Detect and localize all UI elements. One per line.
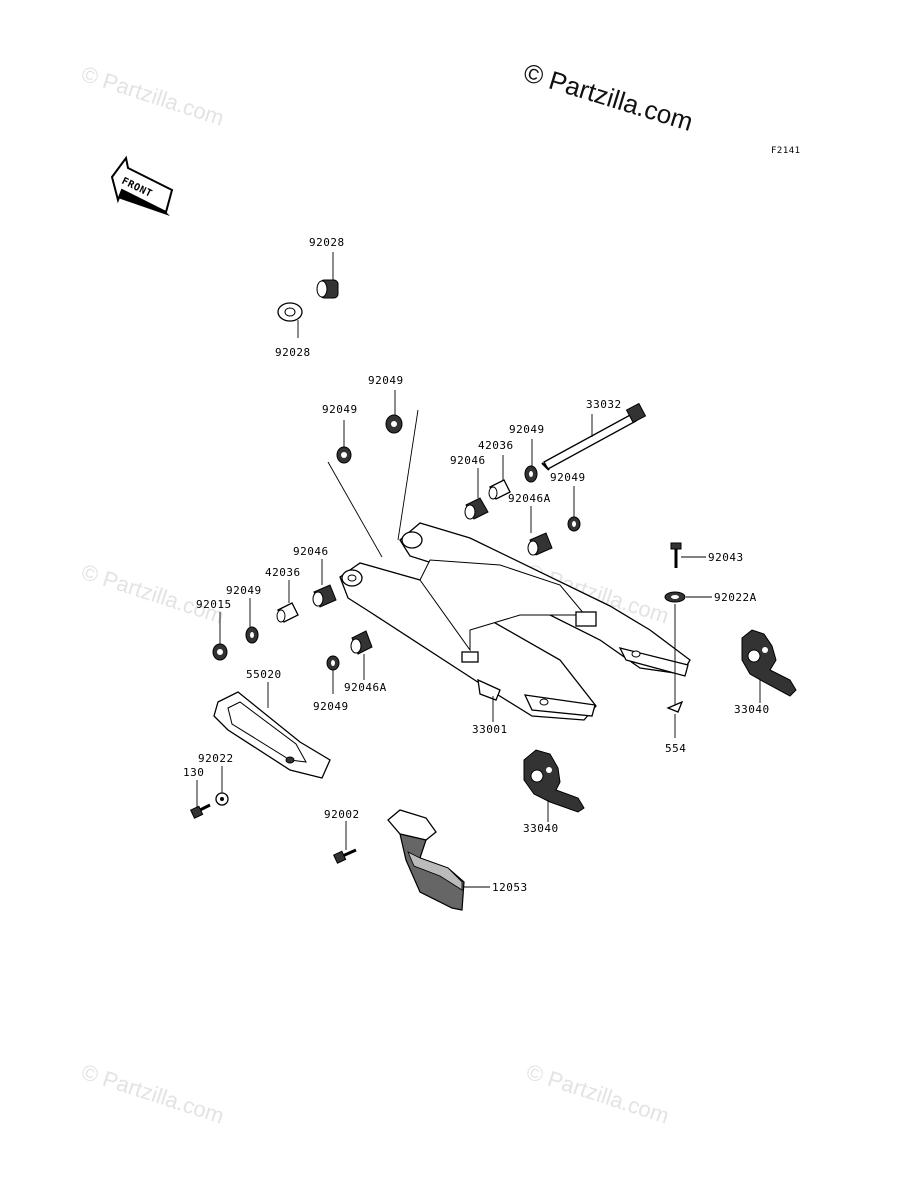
figure-code: F2141 xyxy=(771,146,801,156)
label-92028-top: 92028 xyxy=(309,236,345,249)
seal-92049-c xyxy=(524,439,538,483)
watermark-top-left: © Partzilla.com xyxy=(78,61,227,131)
label-92049-c: 92049 xyxy=(509,423,545,436)
watermark-mid-left: © Partzilla.com xyxy=(78,559,227,629)
swingarm-33001 xyxy=(339,522,691,722)
chain-guard-12053 xyxy=(387,809,490,911)
label-92043: 92043 xyxy=(708,551,744,564)
label-92049-b: 92049 xyxy=(322,403,358,416)
label-554: 554 xyxy=(665,742,686,755)
label-92028-bottom: 92028 xyxy=(275,346,311,359)
bolt-92002 xyxy=(333,821,357,864)
chain-adjuster-33040-right xyxy=(741,629,797,703)
label-33032: 33032 xyxy=(586,398,622,411)
label-92049-f: 92049 xyxy=(313,700,349,713)
label-42036-right: 42036 xyxy=(478,439,514,452)
label-92049-d: 92049 xyxy=(550,471,586,484)
chain-adjuster-33040-mid xyxy=(523,749,585,822)
label-92002: 92002 xyxy=(324,808,360,821)
watermark-bottom-right: © Partzilla.com xyxy=(523,1059,672,1129)
cap-92015 xyxy=(212,612,228,661)
label-92022: 92022 xyxy=(198,752,234,765)
front-arrow-icon: FRONT xyxy=(110,155,174,216)
label-92046A-right: 92046A xyxy=(508,492,551,505)
assembly-line-left xyxy=(327,461,383,558)
label-92049-a: 92049 xyxy=(368,374,404,387)
bushing-92028-bottom xyxy=(277,302,303,338)
label-33040-right: 33040 xyxy=(734,703,770,716)
needle-bearing-92046-right xyxy=(464,468,489,520)
label-12053: 12053 xyxy=(492,881,528,894)
needle-bearing-92046A-right xyxy=(527,506,553,556)
label-92046-left: 92046 xyxy=(293,545,329,558)
partzilla-watermark: © Partzilla.com xyxy=(520,57,696,137)
washer-92022A xyxy=(664,591,712,603)
seal-92049-e xyxy=(245,598,259,644)
chain-slipper-55020 xyxy=(213,682,331,779)
label-55020: 55020 xyxy=(246,668,282,681)
collar-42036-right xyxy=(488,455,511,500)
washer-92022 xyxy=(215,766,229,806)
label-92049-e: 92049 xyxy=(226,584,262,597)
seal-92049-a xyxy=(385,390,403,434)
bushing-92028-top xyxy=(316,252,339,299)
label-42036-left: 42036 xyxy=(265,566,301,579)
seal-92049-d xyxy=(567,486,581,532)
label-92046A-left: 92046A xyxy=(344,681,387,694)
pin-92043 xyxy=(670,542,706,568)
pivot-bolt-33032 xyxy=(541,402,647,471)
label-33001: 33001 xyxy=(472,723,508,736)
seal-92049-f xyxy=(326,655,340,694)
assembly-line-right xyxy=(397,409,419,541)
label-130: 130 xyxy=(183,766,204,779)
collar-42036-left xyxy=(276,580,299,623)
watermark-bottom-left: © Partzilla.com xyxy=(78,1059,227,1129)
cotter-pin-554 xyxy=(666,700,684,738)
label-92022A: 92022A xyxy=(714,591,757,604)
bolt-130 xyxy=(190,780,211,819)
needle-bearing-92046-left xyxy=(312,559,337,608)
seal-92049-b xyxy=(336,420,352,464)
label-92046-right: 92046 xyxy=(450,454,486,467)
label-33040-mid: 33040 xyxy=(523,822,559,835)
needle-bearing-92046A-left xyxy=(350,630,373,680)
label-92015: 92015 xyxy=(196,598,232,611)
